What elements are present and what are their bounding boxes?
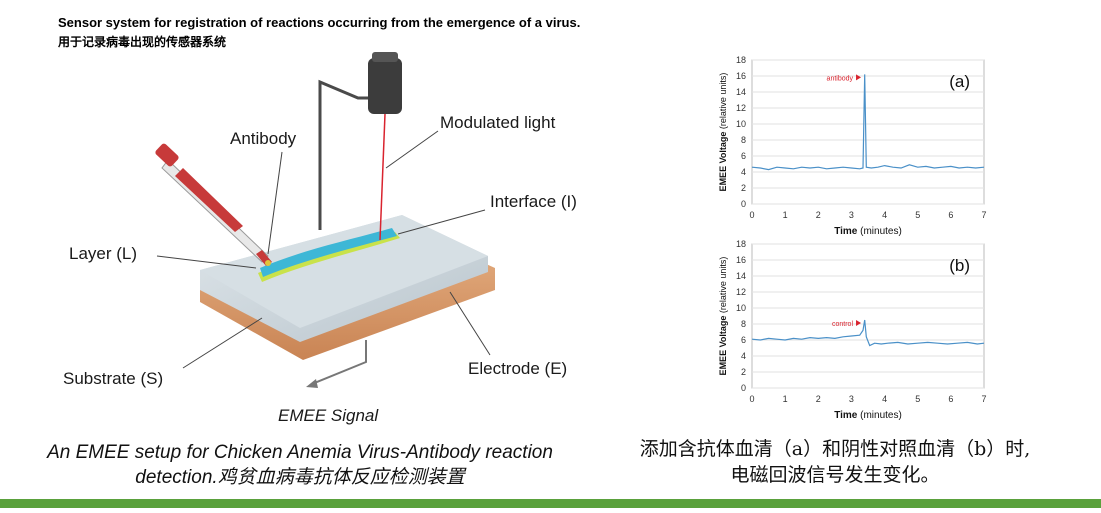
y-axis-label: EMEE Voltage (relative units) [718,73,728,192]
header-title-en: Sensor system for registration of reacti… [58,15,581,30]
x-tick-label: 4 [882,394,887,404]
label-interface: Interface (I) [490,192,577,211]
y-tick-label: 12 [736,103,746,113]
y-tick-label: 14 [736,87,746,97]
label-emee-signal: EMEE Signal [278,406,379,425]
label-antibody: Antibody [230,129,297,148]
x-tick-label: 7 [981,210,986,220]
y-tick-label: 6 [741,335,746,345]
y-tick-label: 6 [741,151,746,161]
x-tick-label: 1 [783,210,788,220]
y-tick-label: 2 [741,183,746,193]
emee-setup-diagram [155,52,495,388]
y-tick-label: 18 [736,239,746,249]
modulated-light-beam [379,113,386,241]
series-line [751,74,985,171]
y-tick-label: 4 [741,351,746,361]
x-axis-label: Time (minutes) [834,226,902,237]
y-tick-label: 10 [736,303,746,313]
x-tick-label: 6 [948,394,953,404]
annotation-label: control [832,321,853,328]
y-tick-label: 10 [736,119,746,129]
y-tick-label: 12 [736,287,746,297]
signal-lead [311,340,367,385]
x-tick-label: 6 [948,210,953,220]
caption-en-line2: detection.鸡贫血病毒抗体反应检测装置 [135,467,465,488]
y-tick-label: 0 [741,199,746,209]
y-axis-label: EMEE Voltage (relative units) [718,257,728,376]
panel-label: (a) [949,72,970,91]
x-tick-label: 5 [915,210,920,220]
caption-zh-line1: 添加含抗体血清（a）和阴性对照血清（b）时, [639,438,1031,460]
label-modulated-light: Modulated light [440,113,556,132]
label-substrate: Substrate (S) [63,369,164,388]
caption-en-line1: An EMEE setup for Chicken Anemia Virus-A… [47,442,553,463]
bottom-accent-bar [0,499,1101,508]
x-axis-label: Time (minutes) [834,410,902,421]
y-tick-label: 16 [736,71,746,81]
annotation-arrow-icon [856,320,862,326]
y-tick-label: 14 [736,271,746,281]
signal-arrow-icon [306,379,318,388]
annotation-label: antibody [827,75,854,82]
x-tick-label: 1 [783,394,788,404]
y-tick-label: 16 [736,255,746,265]
caption-zh-line2: 电磁回波信号发生变化。 [730,464,940,486]
x-tick-label: 3 [849,394,854,404]
caption-zh: 添加含抗体血清（a）和阴性对照血清（b）时, 电磁回波信号发生变化。 [600,436,1070,488]
y-tick-label: 8 [741,135,746,145]
x-tick-label: 2 [816,210,821,220]
y-tick-label: 2 [741,367,746,377]
light-source [368,58,402,114]
label-layer: Layer (L) [69,244,138,263]
lamp-stand [318,79,372,230]
x-tick-label: 3 [849,210,854,220]
header-title-zh: 用于记录病毒出现的传感器系统 [58,35,227,49]
label-electrode: Electrode (E) [468,359,568,378]
x-tick-label: 0 [749,210,754,220]
x-tick-label: 2 [816,394,821,404]
pipette-icon [155,143,272,266]
plot-area [751,243,985,389]
plot-area [751,59,985,205]
x-tick-label: 0 [749,394,754,404]
annotation-arrow-icon [856,74,862,81]
y-tick-label: 0 [741,383,746,393]
series-line [751,319,985,347]
y-tick-label: 4 [741,167,746,177]
x-tick-label: 5 [915,394,920,404]
y-tick-label: 18 [736,55,746,65]
panel-label: (b) [949,256,970,275]
x-tick-label: 4 [882,210,887,220]
y-tick-label: 8 [741,319,746,329]
x-tick-label: 7 [981,394,986,404]
caption-en: An EMEE setup for Chicken Anemia Virus-A… [0,440,600,490]
